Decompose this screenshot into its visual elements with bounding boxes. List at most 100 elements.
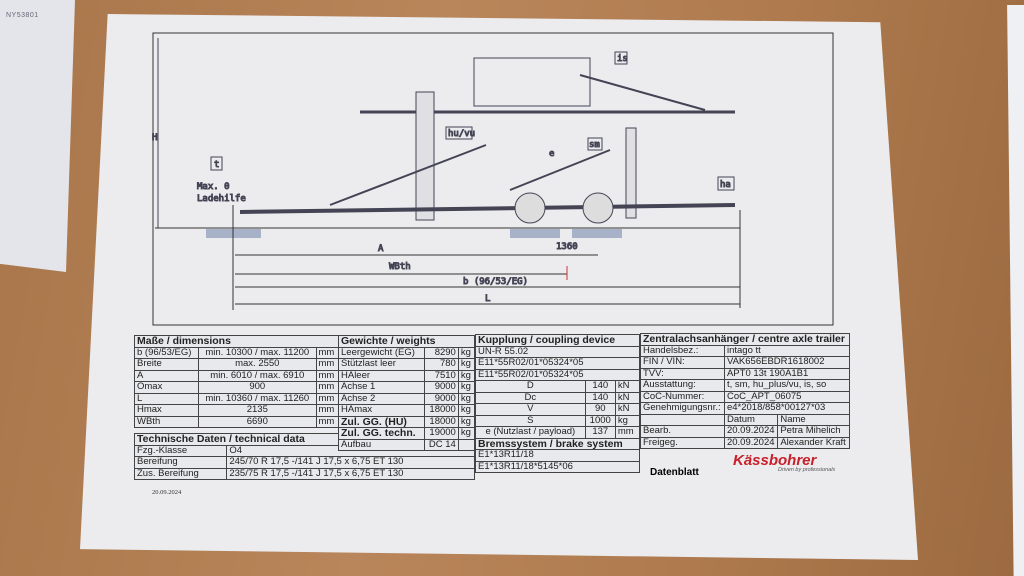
- table-cell: Name: [777, 413, 850, 426]
- table-cell: 140: [584, 391, 616, 404]
- dimensions-table: Maße / dimensions b (96/53/EG)min. 10300…: [133, 335, 340, 428]
- trailer-table: Zentralachsanhänger / centre axle traile…: [640, 333, 851, 449]
- table-cell: 18000: [423, 404, 459, 417]
- table-cell: Ausstattung:: [640, 379, 725, 392]
- table-row: E1*13R11/18*5145*06: [475, 460, 640, 473]
- table-cell: DC 14: [423, 438, 459, 451]
- table-cell: Breite: [133, 358, 200, 371]
- table-cell: kg: [457, 404, 476, 417]
- table-cell: 780: [423, 358, 459, 371]
- table-cell: VAK656EBDR1618002: [723, 356, 851, 369]
- table-cell: 9000: [423, 381, 459, 394]
- table-row: E1*13R11/18: [475, 449, 640, 462]
- table-cell: Freigeg.: [640, 436, 725, 449]
- table-cell: WBth: [133, 415, 200, 428]
- table-cell: 20.09.2024: [723, 436, 779, 449]
- side-label: NY53801: [6, 12, 39, 19]
- front-ramp: [329, 144, 487, 206]
- dimension-lines: [232, 205, 741, 310]
- table-cell: Fzg.-Klasse: [133, 444, 228, 457]
- chassis: [239, 203, 736, 214]
- tag-sm: [587, 137, 603, 151]
- dimensions-title: Maße / dimensions: [134, 335, 339, 348]
- table-cell: 19000: [423, 427, 459, 440]
- label-1360: 1360: [556, 242, 578, 252]
- table-cell: Leergewicht (EG): [338, 346, 425, 359]
- table-row: TVV:APT0 13t 190A1B1: [640, 367, 851, 380]
- table-cell: D: [475, 380, 586, 393]
- table-cell: 1000: [584, 414, 616, 427]
- label-ladehilfe: Ladehilfe: [197, 194, 246, 204]
- table-cell: Stützlast leer: [338, 358, 425, 371]
- table-cell: mm: [614, 426, 641, 439]
- table-cell: min. 10360 / max. 11260: [198, 392, 317, 405]
- label-sm: sm: [589, 140, 600, 150]
- table-cell: Omax: [133, 381, 200, 394]
- brand-tagline: Driven by professionals: [778, 467, 836, 473]
- table-cell: Handelsbez.:: [640, 344, 725, 357]
- table-cell: 2135: [198, 404, 317, 417]
- drawing-frame: [152, 32, 834, 326]
- table-cell: Petra Mihelich: [777, 425, 850, 438]
- tag-is: [614, 51, 628, 65]
- table-cell: CoC-Nummer:: [640, 390, 725, 403]
- table-cell: 235/75 R 17,5 -/141 J 17,5 x 6,75 ET 130: [226, 467, 475, 480]
- table-cell: 8290: [423, 346, 459, 359]
- table-cell: Genehmigungsnr.:: [640, 402, 725, 415]
- table-cell: e (Nutzlast / payload): [475, 426, 586, 439]
- adjacent-paper-left: NY53801: [0, 0, 75, 272]
- table-cell: mm: [315, 346, 340, 359]
- table-cell: [457, 438, 476, 451]
- table-cell: kg: [614, 414, 641, 427]
- front-column: [415, 91, 435, 221]
- label-L: L: [485, 294, 490, 304]
- table-cell: 6690: [198, 415, 317, 428]
- table-cell: Bereifung: [133, 456, 228, 469]
- table-cell: HAleer: [338, 369, 425, 382]
- label-WBth: WBth: [389, 262, 411, 272]
- table-cell: HAmax: [338, 404, 425, 417]
- label-e: e: [549, 149, 554, 159]
- ground-hatch: [572, 229, 622, 238]
- label-A: A: [378, 244, 384, 254]
- table-row: Handelsbez.:intago tt: [640, 344, 851, 357]
- table-cell: 900: [198, 381, 317, 394]
- table-cell: 137: [584, 426, 616, 439]
- table-cell: Dc: [475, 391, 586, 404]
- label-is: is: [617, 54, 628, 64]
- table-cell: mm: [315, 392, 340, 405]
- table-cell: mm: [315, 415, 340, 428]
- sheet-title: Datenblatt: [650, 467, 699, 478]
- table-cell: kg: [457, 415, 476, 428]
- table-cell: 20.09.2024: [723, 425, 779, 438]
- table-cell: kN: [614, 391, 641, 404]
- table-cell: 245/70 R 17,5 -/141 J 17,5 x 6,75 ET 130: [226, 456, 475, 469]
- trailer-title: Zentralachsanhänger / centre axle traile…: [640, 333, 850, 346]
- table-row: UN-R 55.02: [475, 345, 640, 358]
- table-cell: mm: [315, 369, 340, 382]
- table-row: FIN / VIN:VAK656EBDR1618002: [640, 356, 851, 369]
- table-cell: mm: [315, 404, 340, 417]
- table-cell: Zul. GG. techn.: [338, 427, 425, 440]
- table-cell: APT0 13t 190A1B1: [723, 367, 851, 380]
- table-cell: Datum: [723, 413, 779, 426]
- rear-ramp: [509, 149, 611, 191]
